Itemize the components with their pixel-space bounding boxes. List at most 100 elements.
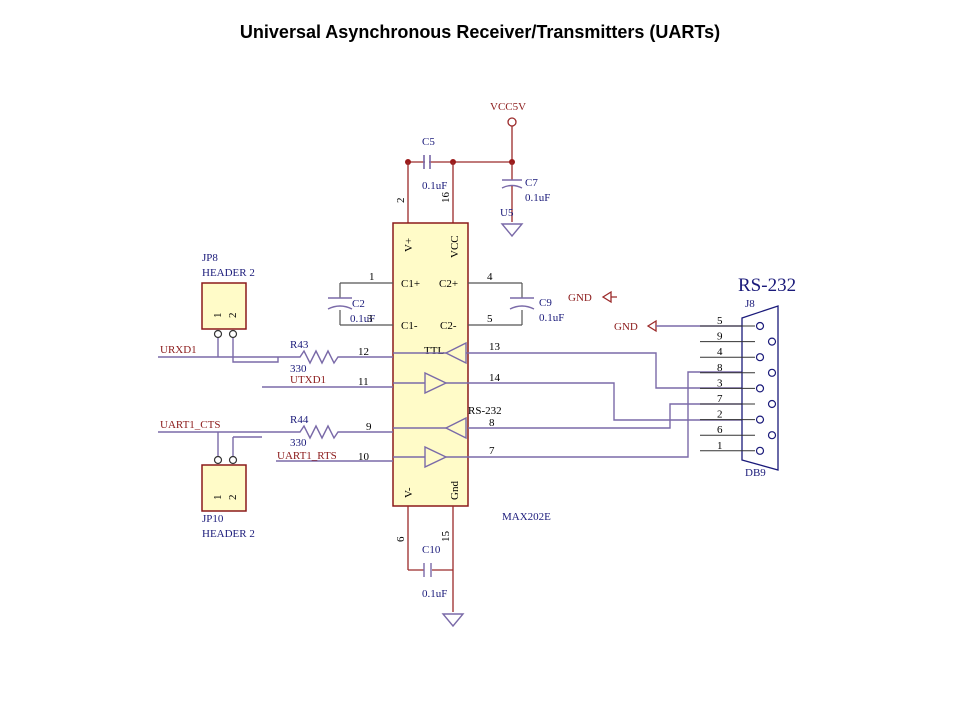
db9-pin-number: 9 <box>717 331 723 343</box>
c10-label: C10 <box>422 544 441 556</box>
svg-text:15: 15 <box>440 531 452 543</box>
c5-gap <box>425 154 429 170</box>
svg-text:1: 1 <box>212 313 224 319</box>
svg-text:1: 1 <box>369 271 375 283</box>
svg-text:C2+: C2+ <box>439 278 458 290</box>
svg-text:7: 7 <box>489 445 495 457</box>
svg-text:VCC: VCC <box>449 235 461 258</box>
c2-label: C2 <box>352 298 365 310</box>
c2-plate-b <box>327 305 353 310</box>
svg-text:Gnd: Gnd <box>449 481 461 500</box>
svg-text:11: 11 <box>358 376 369 388</box>
db9-pin-socket <box>767 431 777 440</box>
db9-pin-number: 8 <box>717 362 723 374</box>
gnd-flag-icon <box>646 319 657 333</box>
jp10-header <box>201 464 247 512</box>
jp8-header <box>201 282 247 330</box>
svg-text:14: 14 <box>489 372 501 384</box>
svg-text:C1-: C1- <box>401 320 418 332</box>
utxd1-net: UTXD1 <box>290 374 326 386</box>
c7-plate-b <box>501 184 523 189</box>
c5-label: C5 <box>422 136 435 148</box>
svg-text:C2-: C2- <box>440 320 457 332</box>
jp8-type: HEADER 2 <box>202 267 255 279</box>
r44-label: R44 <box>290 414 309 426</box>
jp10-label: JP10 <box>202 513 224 525</box>
uart1-rts-net: UART1_RTS <box>277 450 337 462</box>
c9-value: 0.1uF <box>539 312 564 324</box>
svg-text:9: 9 <box>366 421 372 433</box>
svg-text:2: 2 <box>227 495 239 501</box>
svg-text:RS-232: RS-232 <box>468 405 502 417</box>
wire-tx-out <box>468 382 755 421</box>
svg-text:2: 2 <box>227 313 239 319</box>
gnd-flag-label: GND <box>614 321 638 333</box>
c9-label: C9 <box>539 297 552 309</box>
db9-pin-number: 3 <box>717 377 723 389</box>
ground-icon <box>441 613 465 628</box>
wire-cts-in <box>468 403 755 429</box>
ground-icon <box>500 223 524 238</box>
svg-text:V-: V- <box>403 487 415 498</box>
u5-label: U5 <box>500 207 514 219</box>
vcc-terminal <box>507 117 517 127</box>
svg-text:1: 1 <box>212 495 224 501</box>
uart1-cts-net: UART1_CTS <box>160 419 220 431</box>
db9-pin-socket <box>755 353 765 362</box>
jp10-pin2 <box>228 455 238 465</box>
svg-text:6: 6 <box>395 536 407 542</box>
db9-pin-socket <box>755 384 765 393</box>
urxd1-net: URXD1 <box>160 344 197 356</box>
r43-value: 330 <box>290 363 307 375</box>
svg-text:C1+: C1+ <box>401 278 420 290</box>
db9-pin-number: 7 <box>717 393 723 405</box>
receiver-8 <box>444 416 467 440</box>
svg-text:V+: V+ <box>403 238 415 252</box>
r44-resistor <box>158 424 393 440</box>
r43-label: R43 <box>290 339 309 351</box>
db9-pin-socket <box>767 337 777 346</box>
svg-text:4: 4 <box>487 271 493 283</box>
ic-part-label: MAX202E <box>502 511 551 523</box>
svg-text:16: 16 <box>440 192 452 204</box>
db9-pin-socket <box>767 368 777 377</box>
svg-text:5: 5 <box>487 313 493 325</box>
jp10-pin1 <box>213 455 223 465</box>
wire-rts-out <box>468 371 755 458</box>
jp10-type: HEADER 2 <box>202 528 255 540</box>
db9-pin-socket <box>755 446 765 455</box>
db9-pin-socket <box>767 399 777 409</box>
db9-pin-socket <box>755 415 765 424</box>
svg-text:8: 8 <box>489 417 495 429</box>
gnd-flag-icon <box>601 290 617 304</box>
jp8-label: JP8 <box>202 252 218 264</box>
svg-text:13: 13 <box>489 341 501 353</box>
r43-resistor <box>278 349 393 365</box>
svg-text:2: 2 <box>395 198 407 204</box>
r44-value: 330 <box>290 437 307 449</box>
j8-label: J8 <box>745 298 755 310</box>
max202e-ic <box>392 222 469 507</box>
page-title: Universal Asynchronous Receiver/Transmit… <box>239 22 721 42</box>
db9-pin-number: 5 <box>717 315 723 327</box>
jp8-pin1 <box>213 329 223 339</box>
db9-pin-number: 4 <box>717 346 723 358</box>
svg-text:12: 12 <box>358 346 369 358</box>
c7-label: C7 <box>525 177 538 189</box>
svg-text:3: 3 <box>367 313 373 325</box>
c2-value: 0.1uF <box>350 313 375 325</box>
c7-value: 0.1uF <box>525 192 550 204</box>
rs232-title: RS-232 <box>738 275 796 296</box>
c5-value: 0.1uF <box>422 180 447 192</box>
svg-text:TTL: TTL <box>424 345 444 357</box>
vcc5v-label: VCC5V <box>490 101 526 113</box>
db9-pin-socket <box>755 321 765 331</box>
c9-plate-b <box>509 305 535 310</box>
c10-value: 0.1uF <box>422 588 447 600</box>
db9-pin-number: 1 <box>717 440 723 452</box>
jp8-pin2 <box>228 329 238 339</box>
svg-text:10: 10 <box>358 451 370 463</box>
db9-pin-number: 6 <box>717 424 723 436</box>
